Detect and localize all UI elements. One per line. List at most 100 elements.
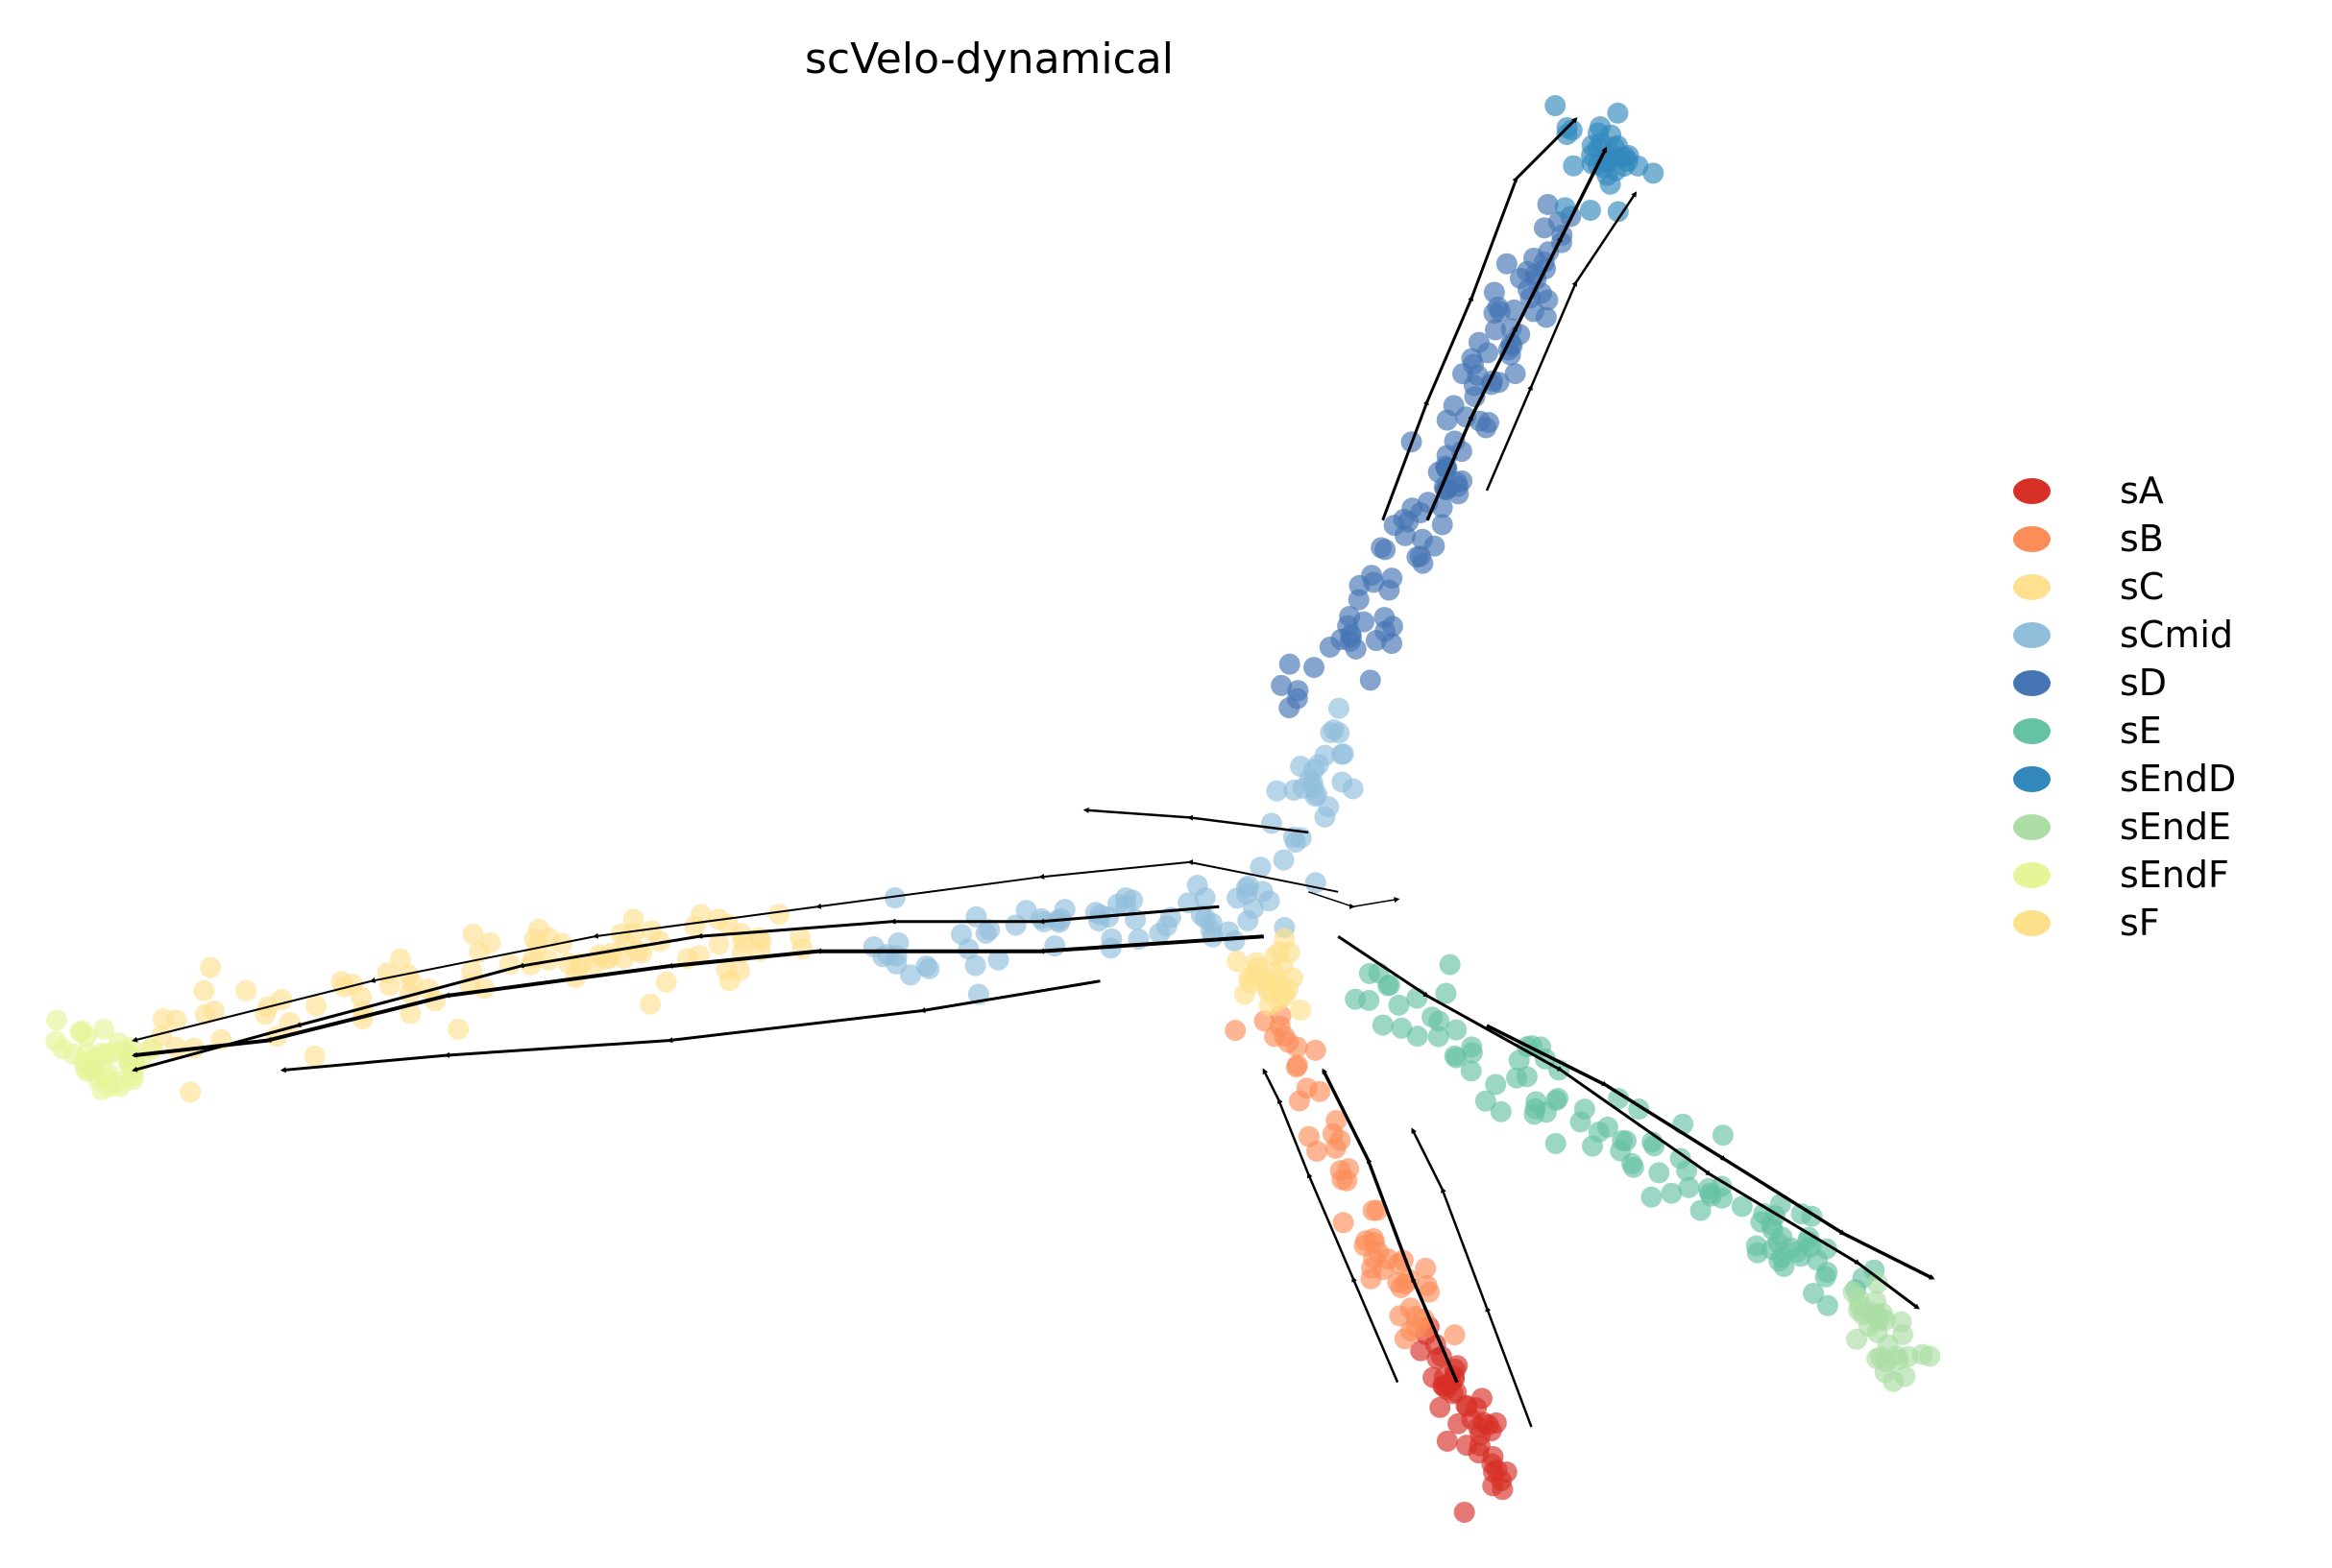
cell-point-sB [1332,1212,1354,1234]
cell-point-sD [1287,680,1309,702]
cell-point-sCmid [1250,856,1272,879]
cell-point-sC [768,904,790,926]
cell-point-sD [1381,567,1403,590]
cell-point-sE [1444,1045,1466,1067]
legend-marker [2013,765,2051,792]
cell-point-sE [1712,1124,1734,1146]
cell-point-sD [1359,669,1381,691]
cell-point-sE [1368,962,1390,984]
cell-point-sE [1697,1177,1719,1199]
legend-label: sEndE [2120,806,2232,848]
cell-point-sA [1432,1375,1454,1397]
cell-point-sB [1399,1297,1421,1319]
cell-point-sA [1470,1387,1493,1410]
cell-point-sCmid [1314,806,1336,828]
cell-point-sD [1504,363,1526,385]
cell-point-sC [708,933,730,955]
cell-point-sB [1304,1039,1326,1061]
legend-label: sF [2120,902,2160,944]
cell-point-sA [1483,1461,1505,1484]
cell-point-sE [1474,1090,1496,1112]
cell-point-sE [1640,1186,1663,1208]
cell-point-sCmid [1224,929,1246,952]
cell-point-sEndE [1846,1328,1868,1350]
legend-item-sF: sF [2013,899,2236,947]
cell-point-sD [1431,496,1453,519]
cell-point-sCmid [964,954,986,977]
cell-point-sB [1363,1247,1385,1269]
cell-point-sA [1468,1416,1490,1438]
cell-point-sD [1401,497,1423,519]
cell-point-sE [1648,1162,1670,1184]
legend-label: sEndD [2120,758,2237,800]
legend-item-sEndE: sEndE [2013,803,2236,851]
cell-point-sCmid [1327,697,1349,719]
cell-point-sCmid [900,964,922,986]
cell-point-sA [1410,1339,1432,1362]
legend-item-sCmid: sCmid [2013,611,2236,659]
legend-item-sA: sA [2013,467,2236,515]
cell-point-sEndE [1892,1324,1914,1346]
streamline [1485,191,1638,492]
cell-point-sA [1469,1435,1491,1457]
cell-point-sCmid [1328,722,1350,744]
cell-point-sD [1361,565,1383,587]
cell-point-sD [1495,253,1518,275]
cell-point-sB [1399,1320,1421,1342]
cell-point-sE [1391,1017,1413,1039]
cell-point-sA [1485,1411,1507,1434]
cell-point-sD [1423,535,1445,557]
cell-point-sE [1406,1025,1428,1048]
cell-point-sC [583,953,605,976]
cell-point-sE [1767,1232,1789,1254]
cell-point-sE [1406,987,1428,1009]
cell-point-sCmid [1227,887,1249,909]
legend-label: sEndF [2120,854,2229,896]
cell-point-sCmid [1044,935,1066,957]
legend-item-sE: sE [2013,707,2236,755]
legend-label: sA [2120,470,2164,512]
cell-point-sB [1309,1080,1331,1102]
cell-point-sE [1622,1156,1644,1178]
cell-point-sC [718,970,741,992]
scatter-plot [45,95,1941,1523]
cell-point-sD [1523,247,1545,269]
cell-point-sC [462,923,484,945]
cell-point-sEndE [1875,1351,1897,1373]
cell-points [45,95,1941,1523]
cell-point-sD [1461,348,1483,370]
cell-point-sEndD [1544,95,1567,117]
cell-point-sC [305,995,328,1017]
cell-point-sB [1331,1169,1353,1191]
cell-point-sE [1544,1132,1567,1154]
cell-point-sB [1444,1324,1466,1346]
cell-point-sCmid [1258,890,1280,912]
cell-point-sEndE [1919,1345,1941,1367]
cell-point-sC [527,918,549,940]
cell-point-sEndD [1607,102,1629,124]
legend-item-sD: sD [2013,659,2236,707]
cell-point-sC [622,922,644,944]
cell-point-sEndF [97,1063,119,1085]
cell-point-sEndD [1579,199,1601,221]
legend-marker [2013,573,2051,600]
cell-point-sA [1436,1430,1458,1452]
cell-point-sEndF [108,1032,130,1054]
cell-point-sB [1277,1031,1300,1053]
cell-point-sEndF [46,1009,68,1031]
cell-point-sD [1412,552,1434,574]
cell-point-sF [1290,999,1312,1021]
cell-point-sD [1427,461,1449,483]
streamline [1082,807,1309,834]
legend-label: sE [2120,710,2162,752]
cell-point-sD [1394,524,1416,546]
chart-title: scVelo-dynamical [805,35,1174,84]
cell-point-sD [1487,296,1509,318]
cell-point-sE [1460,1060,1482,1082]
cell-point-sEndE [1853,1304,1875,1326]
cell-point-sD [1303,657,1325,679]
cell-point-sCmid [1304,872,1326,894]
streamline [1322,1068,1459,1384]
cell-point-sCmid [1260,812,1282,834]
